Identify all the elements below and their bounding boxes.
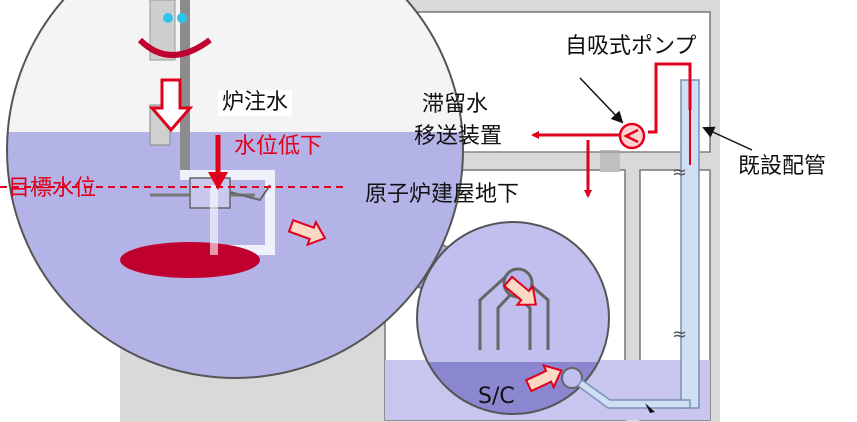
reactor-building-basement-label: 原子炉建屋地下 <box>365 182 520 207</box>
pump-flow-line <box>531 62 692 198</box>
stagnant-water-label-line1: 滞留水 <box>422 92 489 117</box>
callout-lines <box>579 77 753 413</box>
svg-text:≈: ≈ <box>672 162 687 183</box>
self-priming-pump-label: 自吸式ポンプ <box>565 34 697 59</box>
flow-arrows <box>287 218 563 393</box>
flow-arrow-icon <box>524 363 563 393</box>
flow-arrow-icon <box>502 275 537 306</box>
stagnant-water-label-line2: 移送装置 <box>414 124 503 149</box>
svg-text:≈: ≈ <box>672 324 687 345</box>
water-level-drop-label: 水位低下 <box>234 134 323 159</box>
flow-arrow-icon <box>287 218 327 247</box>
existing-piping-label: 既設配管 <box>738 154 827 179</box>
water-level-drop-arrow <box>208 135 228 190</box>
reactor-injection-label: 炉注水 <box>218 90 293 116</box>
suppression-chamber-label: S/C <box>478 384 515 409</box>
reactor-injection-arrow-icon <box>148 78 194 133</box>
target-water-level-label: 目標水位 <box>8 176 97 201</box>
existing-pipe: ≈ ≈ <box>576 79 700 409</box>
